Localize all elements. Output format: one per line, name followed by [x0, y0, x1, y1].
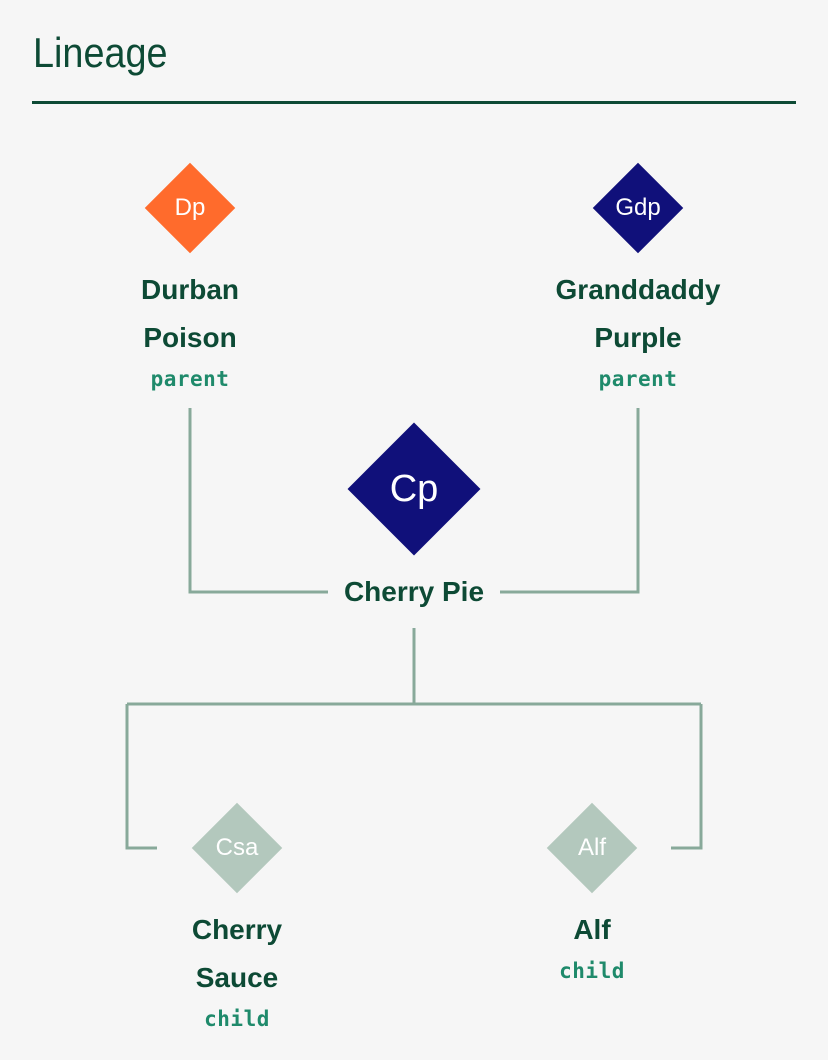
strain-name-cherry-sauce[interactable]: Cherry Sauce [191, 914, 283, 993]
strain-abbr-cherry-sauce: Csa [215, 834, 259, 861]
strain-abbr-granddaddy-purple: Gdp [615, 194, 661, 221]
strain-name-granddaddy-purple[interactable]: Granddaddy Purple [555, 274, 721, 353]
connector-parent-left [188, 408, 328, 594]
title-divider [32, 101, 796, 104]
strain-relation-granddaddy-purple: parent [598, 367, 678, 391]
strain-abbr-durban-poison: Dp [174, 194, 206, 221]
strain-relation-cherry-sauce: child [204, 1007, 270, 1031]
strain-name-alf[interactable]: Alf [573, 914, 611, 945]
strain-name-durban-poison[interactable]: Durban Poison [141, 274, 239, 353]
strain-relation-durban-poison: parent [150, 367, 230, 391]
strain-name-cherry-pie[interactable]: Cherry Pie [343, 576, 485, 607]
strain-relation-alf: child [559, 959, 625, 983]
section-title: Lineage [33, 29, 168, 76]
connector-child-right [671, 704, 703, 850]
strain-abbr-cherry-pie: Cp [389, 468, 439, 510]
strain-abbr-alf: Alf [577, 834, 606, 861]
connector-child-left [125, 704, 157, 850]
connector-parent-right [500, 408, 640, 594]
